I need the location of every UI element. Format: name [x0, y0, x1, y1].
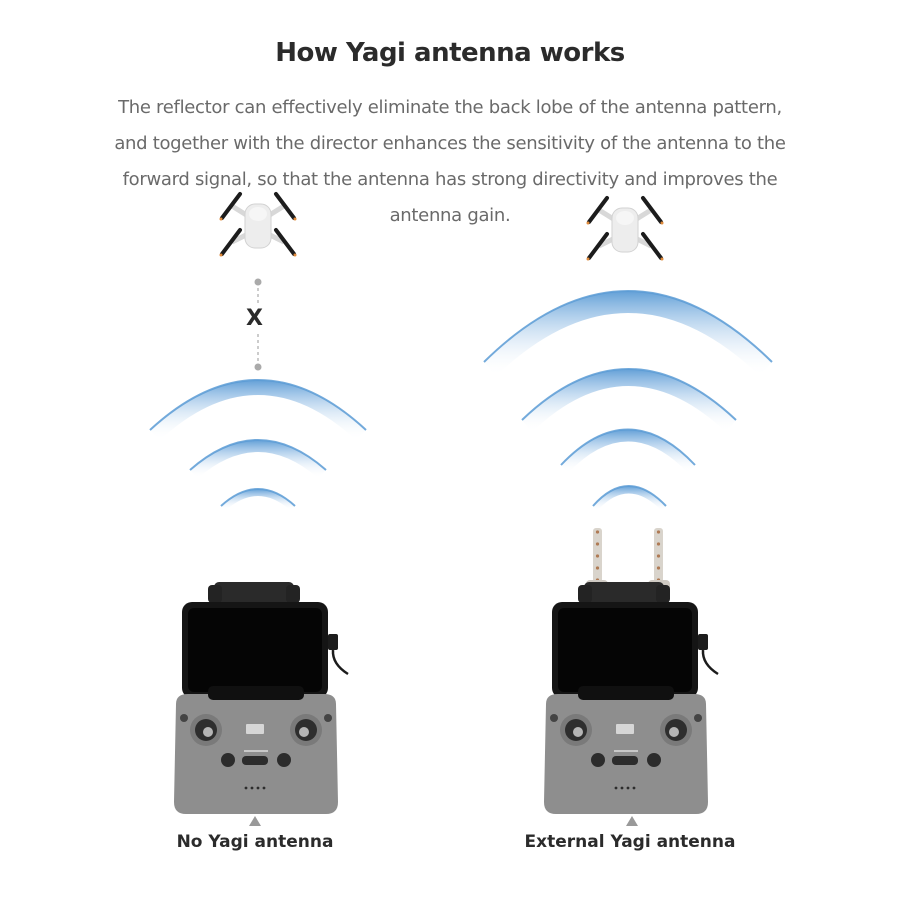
- description-line: antenna gain.: [389, 205, 511, 226]
- left-caption: No Yagi antenna: [176, 832, 334, 852]
- page-title: How Yagi antenna works: [275, 38, 625, 68]
- description-line: and together with the director enhances …: [114, 133, 786, 154]
- blocked-link: [254, 278, 262, 371]
- pointer-triangle-icon: [626, 816, 638, 826]
- blocked-x-icon: X: [246, 306, 263, 331]
- right-caption: External Yagi antenna: [524, 832, 736, 852]
- signal-arcs-icon: [483, 290, 773, 511]
- drone-icon: [587, 198, 664, 261]
- description-line: The reflector can effectively eliminate …: [118, 97, 782, 118]
- description-line: forward signal, so that the antenna has …: [122, 169, 778, 190]
- description: The reflector can effectively eliminate …: [70, 90, 830, 234]
- pointer-triangle-icon: [249, 816, 261, 826]
- signal-arcs-icon: [149, 379, 367, 510]
- controller-image: [542, 580, 720, 816]
